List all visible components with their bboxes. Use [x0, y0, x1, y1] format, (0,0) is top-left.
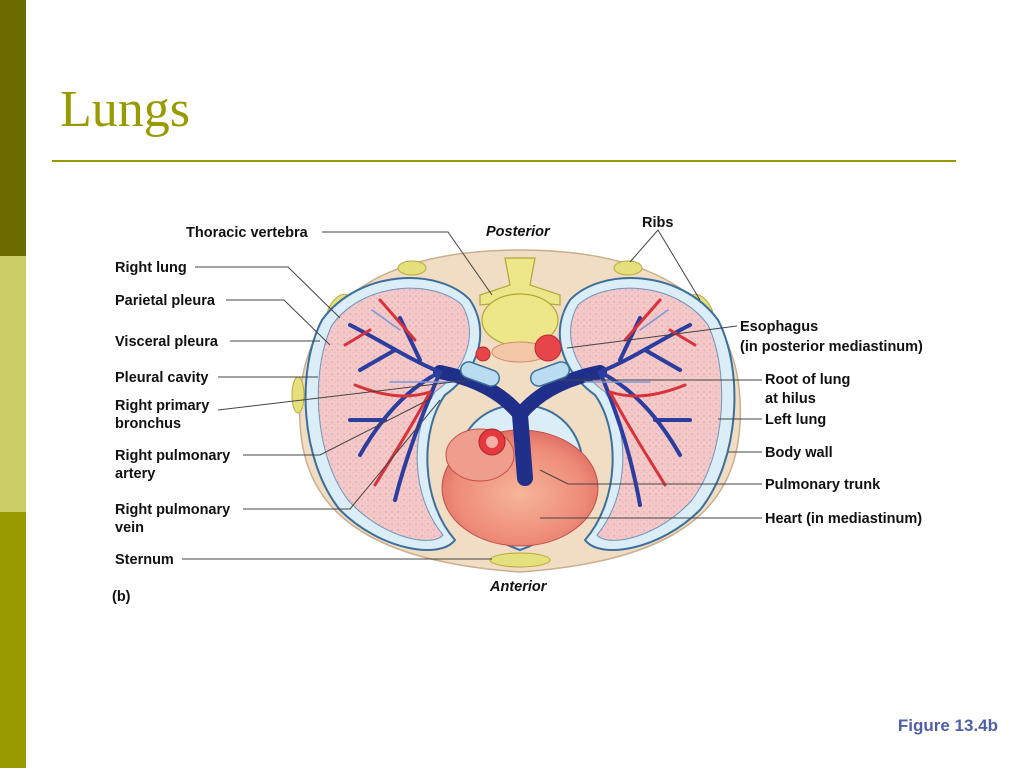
label-right-primary-bronchus-line2: bronchus	[115, 416, 181, 432]
label-sternum: Sternum	[115, 552, 174, 568]
label-parietal-pleura: Parietal pleura	[115, 293, 216, 309]
slide-title: Lungs	[60, 81, 190, 138]
sidebar-accent-middle	[0, 256, 26, 512]
label-pleural-cavity: Pleural cavity	[115, 370, 209, 386]
orientation-anterior: Anterior	[489, 579, 548, 595]
label-right-pulmonary-vein-line1: Right pulmonary	[115, 502, 230, 518]
title-divider	[52, 160, 956, 162]
label-visceral-pleura: Visceral pleura	[115, 334, 219, 350]
label-left-lung: Left lung	[765, 412, 826, 428]
left-lung-shape	[558, 277, 736, 551]
label-pulmonary-trunk: Pulmonary trunk	[765, 477, 881, 493]
label-esophagus-line1: Esophagus	[740, 319, 818, 335]
sidebar-accent-bottom	[0, 512, 26, 768]
label-right-pulmonary-vein-line2: vein	[115, 520, 144, 536]
label-root-of-lung-line1: Root of lung	[765, 372, 850, 388]
label-root-of-lung-line2: at hilus	[765, 391, 816, 407]
label-right-lung: Right lung	[115, 260, 187, 276]
sidebar-accent-top	[0, 0, 26, 256]
primary-bronchi	[459, 361, 571, 387]
panel-letter: (b)	[112, 589, 131, 605]
orientation-posterior: Posterior	[486, 224, 551, 240]
label-leader-lines	[182, 229, 762, 560]
figure-reference: Figure 13.4b	[897, 716, 998, 735]
label-esophagus-line2: (in posterior mediastinum)	[740, 339, 923, 355]
label-right-primary-bronchus-line1: Right primary	[115, 398, 209, 414]
label-thoracic-vertebra: Thoracic vertebra	[186, 225, 309, 241]
label-ribs: Ribs	[642, 215, 673, 231]
esophagus-shape	[475, 334, 562, 363]
right-lung-shape	[304, 277, 482, 551]
label-right-pulmonary-artery-line2: artery	[115, 466, 155, 482]
sternum-shape	[489, 552, 551, 568]
label-right-pulmonary-artery-line1: Right pulmonary	[115, 448, 230, 464]
label-heart: Heart (in mediastinum)	[765, 511, 922, 527]
pulmonary-vessels	[343, 298, 697, 507]
label-body-wall: Body wall	[765, 445, 833, 461]
